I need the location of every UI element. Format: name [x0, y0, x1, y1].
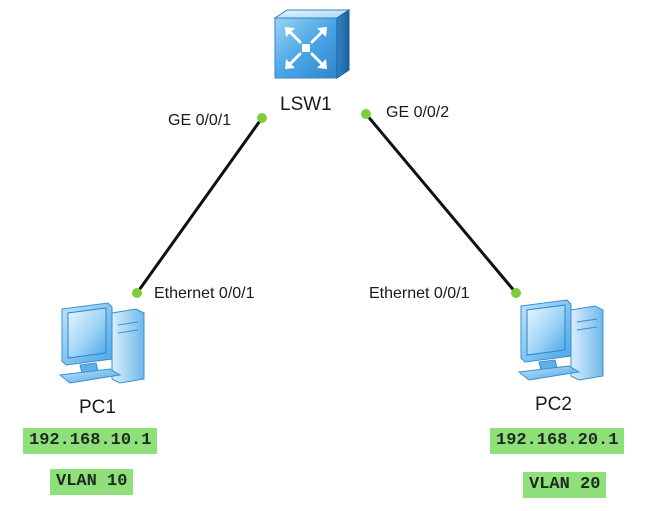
port-label-pc2-ethernet: Ethernet 0/0/1 — [369, 285, 470, 302]
port-dot-ge-0-0-1 — [257, 113, 267, 123]
pc2-ip-badge: 192.168.20.1 — [490, 428, 625, 454]
pc2-vlan-badge: VLAN 20 — [523, 472, 607, 498]
computer-icon[interactable] — [517, 299, 604, 381]
switch-name: LSW1 — [280, 94, 332, 115]
link-right — [364, 113, 518, 294]
port-dot-ge-0-0-2 — [361, 109, 371, 119]
switch-icon[interactable] — [273, 9, 351, 79]
pc1-ip-badge: 192.168.10.1 — [23, 428, 158, 454]
port-dot-pc1-ethernet — [132, 288, 142, 298]
link-left — [135, 117, 264, 294]
computer-icon[interactable] — [58, 302, 145, 384]
pc2-name: PC2 — [535, 394, 572, 415]
pc1-name: PC1 — [79, 397, 116, 418]
port-dot-pc2-ethernet — [511, 288, 521, 298]
port-label-ge-0-0-2: GE 0/0/2 — [386, 104, 450, 121]
port-label-ge-0-0-1: GE 0/0/1 — [168, 112, 232, 129]
pc1-vlan-badge: VLAN 10 — [50, 469, 134, 495]
port-label-pc1-ethernet: Ethernet 0/0/1 — [154, 285, 255, 302]
